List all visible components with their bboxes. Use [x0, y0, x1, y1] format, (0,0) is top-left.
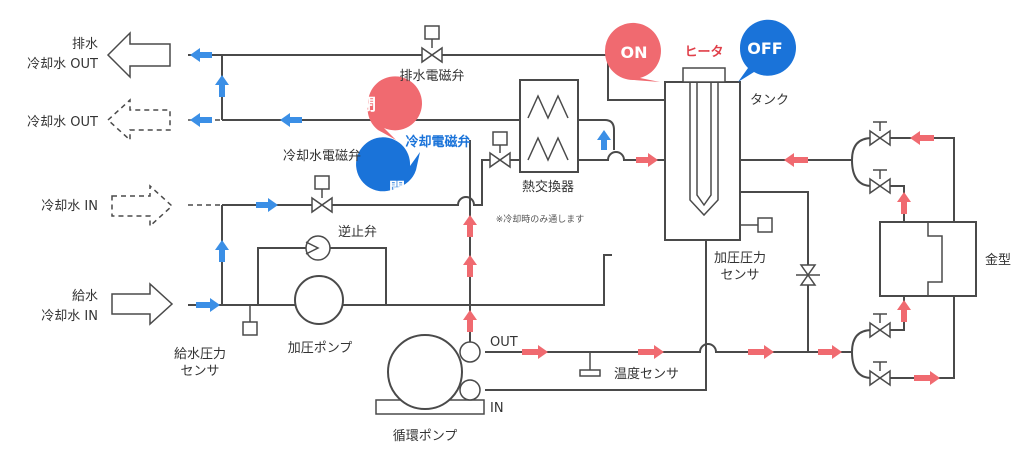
heat-exchanger-label: 熱交換器 [522, 179, 574, 195]
cooling-note: ※冷却時のみ通します [496, 213, 585, 225]
check-valve-label: 逆止弁 [338, 224, 377, 240]
cold-pipes [188, 54, 665, 306]
off-badge-text: OFF [747, 39, 782, 58]
arrow-icon [818, 345, 842, 359]
heater-on-badge: ON [604, 22, 661, 82]
arrow-icon [897, 192, 911, 214]
mold-valve-1-icon [869, 130, 891, 146]
arrow-icon [638, 345, 664, 359]
arrow-icon [256, 198, 278, 212]
arrow-icon [463, 310, 477, 332]
check-valve-icon [305, 235, 331, 261]
open-badge-text: 開 [389, 179, 405, 198]
supply-pressure-sensor-icon [242, 305, 258, 336]
arrow-icon [636, 153, 658, 167]
arrow-icon [910, 131, 934, 145]
open-badge: 開 [356, 137, 420, 198]
pressure-sensor-label-1: 加圧圧力 [714, 251, 766, 266]
arrow-icon [463, 215, 477, 237]
on-badge-text: ON [621, 43, 648, 62]
closed-badge-text: 閉 [360, 95, 376, 114]
mold-valve-3-icon [869, 322, 891, 338]
cooling-in-label: 冷却水 IN [41, 199, 98, 214]
arrow-icon [914, 371, 940, 385]
closed-badge: 閉 [360, 76, 422, 140]
cooling-water-valve-icon [311, 197, 333, 213]
arrow-icon [522, 345, 548, 359]
supply-cooling-in-label: 冷却水 IN [41, 309, 98, 324]
drain-valve-label: 排水電磁弁 [399, 69, 464, 84]
hot-flow-arrows [463, 131, 940, 385]
heater-icon [682, 67, 726, 83]
tank-label: タンク [750, 93, 789, 108]
cold-flow-arrows [190, 48, 611, 312]
mold-valve-2-icon [869, 178, 891, 194]
arrow-icon [196, 298, 220, 312]
heater-label: ヒータ [684, 45, 723, 60]
arrow-icon [215, 75, 229, 97]
drain-outlet-arrow-icon [106, 31, 171, 79]
cooling-solenoid-valve-label: 冷却電磁弁 [405, 134, 470, 150]
cooling-in-arrow-icon [111, 184, 174, 228]
cooling-out-label-2: 冷却水 OUT [27, 115, 98, 130]
pressure-pump-icon [294, 275, 344, 325]
pressure-sensor-icon [740, 217, 773, 233]
circulation-pipes [469, 137, 955, 391]
supply-in-arrow-icon [111, 282, 174, 326]
arrow-icon [190, 113, 212, 127]
arrow-icon [463, 255, 477, 277]
cooling-solenoid-valve-icon [489, 152, 511, 168]
pump-out-label: OUT [490, 335, 518, 350]
circulation-pump-icon [375, 334, 485, 415]
mold-valve-4-icon [869, 370, 891, 386]
arrow-icon [280, 113, 302, 127]
arrow-icon [784, 153, 808, 167]
temp-sensor-label: 温度センサ [614, 366, 679, 382]
heater-off-badge: OFF [738, 19, 796, 82]
supply-pressure-sensor-label-1: 給水圧力 [174, 347, 226, 362]
heat-exchanger [519, 79, 579, 173]
cooling-water-valve-label: 冷却水電磁弁 [283, 149, 361, 164]
mold-label: 金型 [985, 252, 1011, 268]
pump-in-label: IN [490, 401, 504, 416]
arrow-icon [190, 48, 212, 62]
arrow-icon [897, 300, 911, 322]
temp-sensor-icon [579, 352, 601, 377]
arrow-icon [597, 130, 611, 150]
supply-pressure-sensor-label-2: センサ [180, 364, 219, 379]
arrow-icon [748, 345, 774, 359]
pressure-pump-label: 加圧ポンプ [288, 341, 353, 356]
drain-label: 排水 [72, 37, 98, 52]
tank [664, 67, 741, 241]
supply-label: 給水 [72, 289, 98, 304]
circulation-pump-label: 循環ポンプ [393, 429, 458, 444]
arrow-icon [215, 240, 229, 262]
mold [879, 221, 977, 297]
drain-valve-icon [421, 47, 443, 63]
cooling-out-label-1: 冷却水 OUT [27, 57, 98, 72]
cooling-out-arrow-icon [106, 98, 171, 142]
pressure-sensor-label-2: センサ [720, 268, 759, 283]
